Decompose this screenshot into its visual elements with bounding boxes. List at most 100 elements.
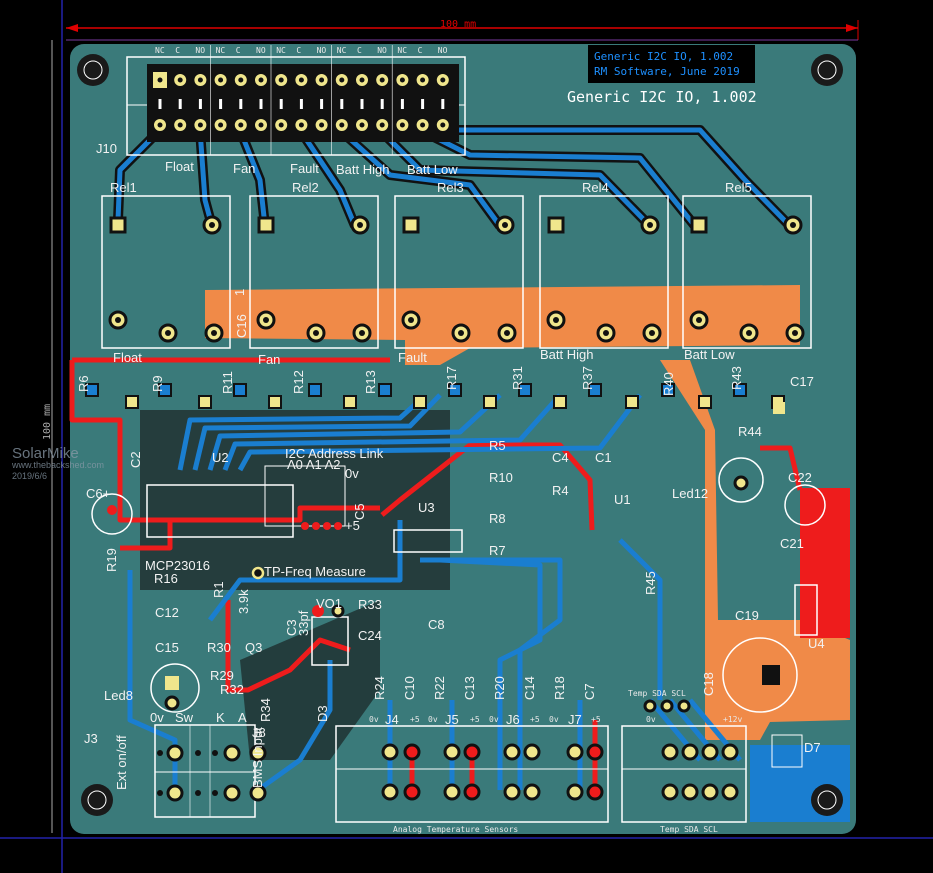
ref-c19: C19 [735, 608, 759, 623]
j6-vcc-label: +5 [530, 715, 540, 724]
relay-pad-hole [209, 222, 215, 228]
trace-power-u3 [380, 442, 595, 531]
i2c-connector-outline [621, 725, 747, 823]
ref-i2c-0v: 0v [345, 466, 359, 481]
led-pad [413, 395, 427, 409]
smd-pad [85, 383, 99, 397]
j5-vcc-label: +5 [470, 715, 480, 724]
ref-c10: C10 [402, 676, 417, 700]
connector-pin [166, 784, 184, 802]
u3-outline [393, 529, 463, 553]
relay-coil-pad [109, 216, 127, 234]
connector-pin [249, 744, 267, 762]
j10-pin-mark [158, 99, 162, 109]
sensor-pin [661, 743, 679, 761]
title-block-line1: Generic I2C IO, 1.002 [594, 50, 733, 63]
trace-power-main [69, 360, 380, 523]
ref-r33: R33 [358, 597, 382, 612]
ref-r40: R40 [661, 372, 676, 396]
sensor-pin [721, 783, 739, 801]
c6-pad [107, 505, 117, 515]
j10-pin-hole [420, 122, 426, 128]
led-pad [483, 395, 497, 409]
smd-pad [308, 383, 322, 397]
sensor-pin [566, 743, 584, 761]
sensor-pin [566, 783, 584, 801]
j10-pin-hole [339, 122, 345, 128]
ref-u2: U2 [212, 450, 229, 465]
sensor-pin [403, 743, 421, 761]
ref-c22: C22 [788, 470, 812, 485]
i2c-bottom-label: Temp SDA SCL [660, 825, 718, 834]
j10-pin-label: C [357, 46, 362, 55]
sensor-pin [721, 743, 739, 761]
relay-pad-hole [647, 222, 653, 228]
ref-j3: J3 [84, 731, 98, 746]
j10-pin-hole [420, 77, 426, 83]
j10-pin-hole [399, 77, 405, 83]
led-pad [198, 395, 212, 409]
relay-pad-hole [502, 222, 508, 228]
j10-pin-hole [440, 77, 446, 83]
led-pad [343, 395, 357, 409]
ref-c21: C21 [780, 536, 804, 551]
connector-pin [166, 744, 184, 762]
ref-c2: C2 [128, 451, 143, 468]
vo1-pad-2 [331, 604, 345, 618]
i2c-vcc-label: +12v [723, 715, 742, 724]
title-block [588, 45, 755, 83]
relay-pad-hole [553, 317, 559, 323]
keepout-dark-region [140, 410, 450, 590]
relay-pad-hole [211, 330, 217, 336]
ref-r13: R13 [363, 370, 378, 394]
ref-r22: R22 [432, 676, 447, 700]
j6-gnd-label: 0v [489, 715, 499, 724]
j4-gnd-label: 0v [369, 715, 379, 724]
ref-c3-val: 33pf [296, 610, 311, 636]
ref-j8: J8 [252, 725, 266, 740]
sensor-pin [681, 743, 699, 761]
j6-ref: J6 [506, 712, 520, 727]
j10-pin-hole [197, 77, 203, 83]
relay-ref: Rel4 [582, 180, 609, 195]
j10-pin-mark [380, 99, 384, 109]
j10-pin-label: C [236, 46, 241, 55]
j10-pin-hole [157, 122, 163, 128]
relay-coil-pad [257, 216, 275, 234]
u4-outline [794, 584, 818, 636]
ref-r45: R45 [643, 571, 658, 595]
led8-pad-square [165, 676, 179, 690]
ref-c13: C13 [462, 676, 477, 700]
ref-led8-sw: Sw [175, 710, 194, 725]
ref-r43: R43 [729, 366, 744, 390]
j10-pin-hole [157, 77, 163, 83]
ref-a012: A0 A1 A2 [287, 457, 341, 472]
i2c-gnd-label: 0v [646, 715, 656, 724]
relay-coil-pad [690, 216, 708, 234]
smd-pad [158, 383, 172, 397]
sensor-pin [463, 743, 481, 761]
dark-region-q3 [240, 600, 380, 760]
relay-pad-hole [458, 330, 464, 336]
sensor-pin [443, 743, 461, 761]
j10-pin-mark [441, 99, 445, 109]
j10-pin-mark [340, 99, 344, 109]
smd-pad [233, 383, 247, 397]
dimension-arrow-left [66, 24, 78, 32]
ref-k: K [216, 710, 225, 725]
sensor-pin [661, 783, 679, 801]
j7-vcc-label: +5 [591, 715, 601, 724]
j10-pin-label: NO [256, 46, 266, 55]
j10-pin-mark [178, 99, 182, 109]
j10-pin-hole [278, 122, 284, 128]
j10-pin-label: NC [216, 46, 226, 55]
ref-c3: C3 [284, 619, 299, 636]
relay-pad-hole [504, 330, 510, 336]
sensor-pin [381, 783, 399, 801]
connector-pin [249, 784, 267, 802]
ref-r10: R10 [489, 470, 513, 485]
sensor-connector-outline [335, 725, 609, 823]
c18-outline [722, 637, 798, 713]
j10-channel-batt-low: Batt Low [407, 162, 458, 177]
